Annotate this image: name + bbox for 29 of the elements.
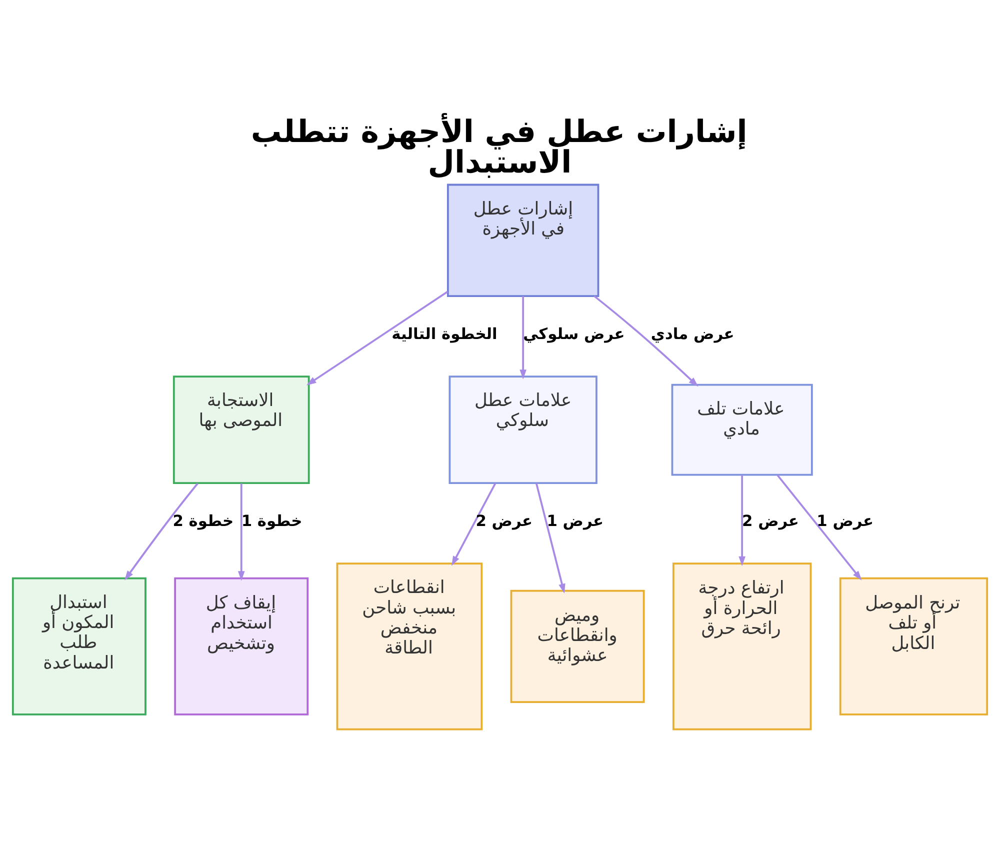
node-box: إيقاف كل استخدام وتشخيص xyxy=(174,576,309,715)
node-box: ترنح الموصل أو تلف الكابل xyxy=(839,576,988,715)
arrow xyxy=(738,474,746,566)
node-box: ارتفاع درجة الحرارة أو رائحة حرق xyxy=(672,562,812,730)
edge-label: عرض 1 xyxy=(546,512,604,530)
arrow xyxy=(594,294,698,386)
arrow xyxy=(238,482,245,580)
arrow xyxy=(520,296,526,379)
node-box: استبدال المكون أو طلب المساعدة xyxy=(12,576,146,715)
node-box: وميض وانقطاعات عشوائية xyxy=(510,589,645,702)
node-box: الاستجابة الموصى بها xyxy=(172,375,310,484)
diagram-title: إشارات عطل في الأجهزة تتطلب الاستبدال xyxy=(250,113,748,180)
edge-label: عرض 2 xyxy=(476,512,533,530)
node-box: انقطاعات بسبب شاحن منخفض الطاقة xyxy=(336,562,483,730)
node-box: علامات تلف مادي xyxy=(671,383,813,476)
edge-label: الخطوة التالية xyxy=(392,324,498,343)
edge-label: عرض 1 xyxy=(816,512,874,530)
arrow xyxy=(535,482,566,593)
edge-label: عرض مادي xyxy=(650,324,734,343)
arrow xyxy=(124,482,198,580)
edge-label: خطوة 1 xyxy=(241,512,302,530)
edge-label: خطوة 2 xyxy=(172,512,234,530)
node-box: إشارات عطل في الأجهزة xyxy=(446,183,600,296)
edge-label: عرض 2 xyxy=(742,512,799,530)
arrow xyxy=(776,474,862,580)
node-box: علامات عطل سلوكي xyxy=(448,375,598,484)
edge-label: عرض سلوكي xyxy=(523,324,625,343)
arrow xyxy=(306,290,448,385)
arrow xyxy=(452,482,496,566)
